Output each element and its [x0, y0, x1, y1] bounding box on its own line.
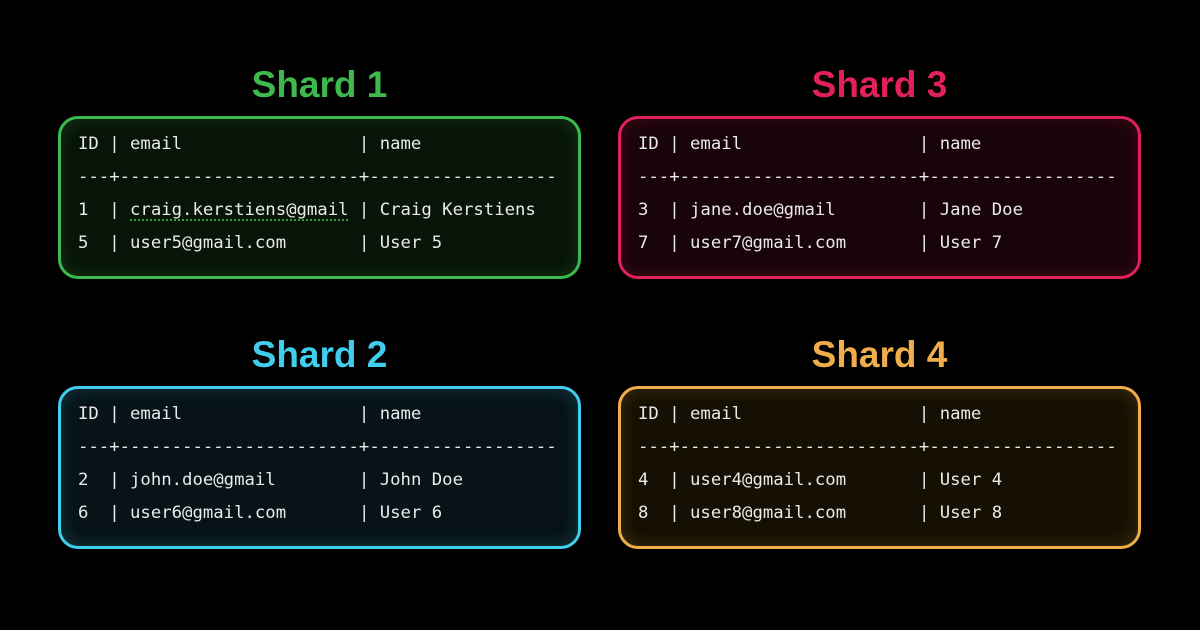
shard-title: Shard 3: [811, 64, 948, 105]
table-row: 8 | user8@gmail.com | User 8: [638, 503, 1003, 523]
email-cell: user7@gmail.com: [690, 233, 847, 253]
table-row: 7 | user7@gmail.com | User 7: [638, 233, 1003, 253]
shard-table: ID | email | name ---+-------------------…: [78, 128, 561, 260]
shard-panel-4: Shard 4 ID | email | name ---+-----------…: [618, 332, 1141, 549]
shard-panel-3: Shard 3 ID | email | name ---+-----------…: [618, 62, 1141, 279]
table-separator: ---+-----------------------+------------…: [78, 167, 557, 187]
shard-panel-1: Shard 1 ID | email | name ---+-----------…: [58, 62, 581, 279]
table-row: 3 | jane.doe@gmail | Jane Doe: [638, 200, 1023, 220]
table-row: 6 | user6@gmail.com | User 6: [78, 503, 443, 523]
table-separator: ---+-----------------------+------------…: [78, 437, 557, 457]
table-separator: ---+-----------------------+------------…: [638, 167, 1117, 187]
table-row: 2 | john.doe@gmail | John Doe: [78, 470, 463, 490]
table-header: ID | email | name: [638, 404, 982, 424]
email-cell: john.doe@gmail: [130, 470, 276, 490]
shard-table-box: ID | email | name ---+-------------------…: [58, 386, 581, 549]
shard-table-box: ID | email | name ---+-------------------…: [618, 386, 1141, 549]
shard-panel-2: Shard 2 ID | email | name ---+-----------…: [58, 332, 581, 549]
email-cell: user8@gmail.com: [690, 503, 847, 523]
table-header: ID | email | name: [638, 134, 982, 154]
table-row: 1 | craig.kerstiens@gmail | Craig Kersti…: [78, 200, 536, 220]
table-row: 4 | user4@gmail.com | User 4: [638, 470, 1003, 490]
shard-title: Shard 2: [251, 334, 388, 375]
email-cell: user5@gmail.com: [130, 233, 287, 253]
table-separator: ---+-----------------------+------------…: [638, 437, 1117, 457]
shard-table: ID | email | name ---+-------------------…: [638, 128, 1121, 260]
email-cell: craig.kerstiens@gmail: [130, 200, 349, 220]
email-cell: user4@gmail.com: [690, 470, 847, 490]
shard-title: Shard 1: [251, 64, 388, 105]
shard-title: Shard 4: [811, 334, 948, 375]
table-header: ID | email | name: [78, 134, 422, 154]
table-header: ID | email | name: [78, 404, 422, 424]
shard-table-box: ID | email | name ---+-------------------…: [58, 116, 581, 279]
shard-grid: Shard 1 ID | email | name ---+-----------…: [58, 62, 1141, 549]
email-cell: jane.doe@gmail: [690, 200, 836, 220]
table-row: 5 | user5@gmail.com | User 5: [78, 233, 443, 253]
shard-table-box: ID | email | name ---+-------------------…: [618, 116, 1141, 279]
shard-table: ID | email | name ---+-------------------…: [638, 398, 1121, 530]
email-cell: user6@gmail.com: [130, 503, 287, 523]
shard-table: ID | email | name ---+-------------------…: [78, 398, 561, 530]
